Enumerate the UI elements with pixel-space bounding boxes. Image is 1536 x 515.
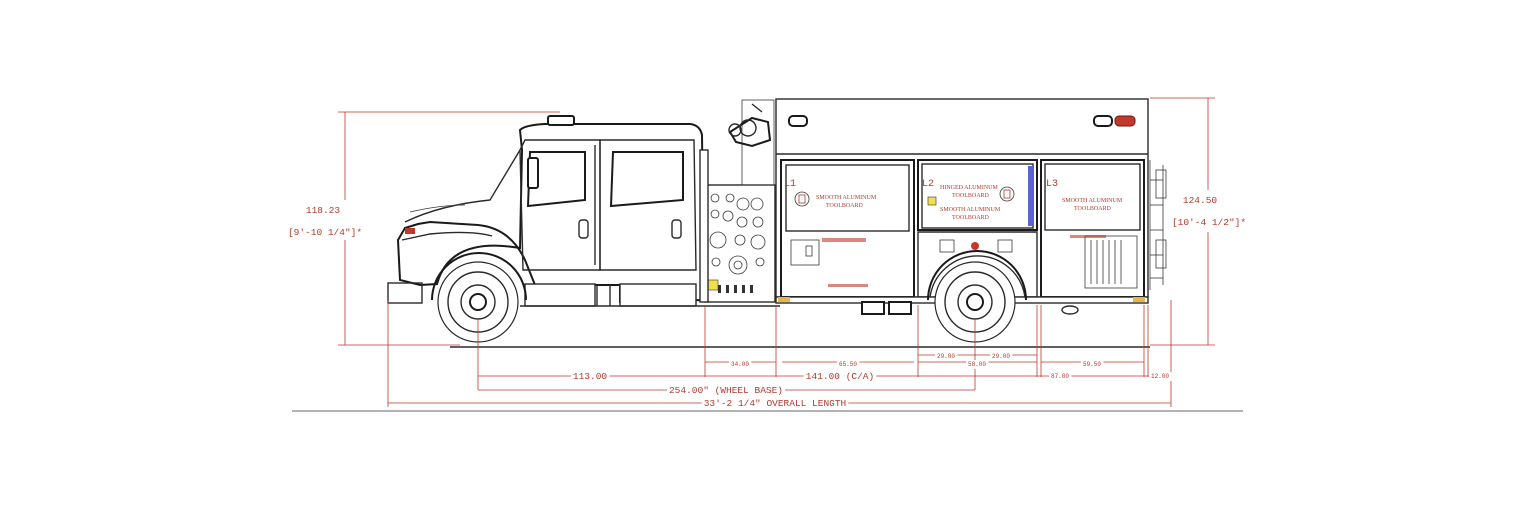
- wheel-front-half-dim: 29.00: [937, 353, 955, 360]
- compartment-l1-label: L1: [784, 179, 796, 190]
- dimension-label-backdrop: [285, 226, 365, 239]
- crew-cab: [387, 115, 1150, 348]
- wheelbase-dim: 254.00" (WHEEL BASE): [669, 385, 783, 396]
- front-wheel: [431, 252, 527, 343]
- dimension-label-backdrop: [570, 370, 610, 383]
- front-axle-to-body-dim: 113.00: [573, 371, 608, 382]
- body-height-dimension: 124.50 [10'-4 1/2"]*: [1150, 97, 1249, 346]
- l3-toolboard-line2: TOOLBOARD: [1074, 206, 1112, 212]
- dimension-label-backdrop: [1080, 360, 1104, 369]
- body-height-ft-value: [10'-4 1/2"]*: [1172, 217, 1246, 228]
- cab-to-axle-dim: 141.00 (C/A): [806, 371, 874, 382]
- l1-toolboard-line1: SMOOTH ALUMINUM: [816, 195, 877, 201]
- l2-toolboard-line3: SMOOTH ALUMINUM: [940, 207, 1001, 213]
- cab-height-ft-value: [9'-10 1/4"]*: [288, 227, 362, 238]
- dimension-labels: 34.00 65.50 29.00 29.00 58.00 59.50 113.…: [570, 352, 1172, 410]
- l1-toolboard-line2: TOOLBOARD: [826, 203, 864, 209]
- l3-toolboard-line1: SMOOTH ALUMINUM: [1062, 198, 1123, 204]
- l2-toolboard-line2: TOOLBOARD: [952, 193, 990, 199]
- dimension-label-backdrop: [934, 352, 958, 361]
- dimension-label-backdrop: [989, 352, 1013, 361]
- dimension-label-backdrop: [1169, 216, 1249, 229]
- l2-toolboard-line1: HINGED ALUMINUM: [940, 185, 998, 191]
- dimension-label-backdrop: [1180, 194, 1220, 207]
- dimension-label-backdrop: [701, 397, 849, 410]
- pump-panel: [704, 99, 776, 303]
- wheel-well-dim: 58.00: [968, 361, 986, 368]
- pump-width-dim: 34.00: [731, 361, 749, 368]
- cab-height-dimension: 118.23 [9'-10 1/4"]*: [285, 111, 560, 346]
- compartment-l3-label: L3: [1046, 179, 1058, 190]
- dimension-label-backdrop: [1048, 372, 1072, 381]
- rear-axle-to-body-dim: 87.00: [1051, 373, 1069, 380]
- dimension-label-backdrop: [728, 360, 752, 369]
- rear-wheel: [927, 250, 1027, 343]
- wheel-rear-half-dim: 29.00: [992, 353, 1010, 360]
- l3-width-dim: 59.50: [1083, 361, 1101, 368]
- compartment-l2-label: L2: [922, 179, 934, 190]
- overall-length-dim: 33'-2 1/4" OVERALL LENGTH: [704, 398, 847, 409]
- cab-height-value: 118.23: [306, 205, 341, 216]
- rear-overhang-dim: 12.00: [1151, 373, 1169, 380]
- l2-toolboard-line4: TOOLBOARD: [952, 215, 990, 221]
- dimension-label-backdrop: [803, 370, 877, 383]
- body-height-value: 124.50: [1183, 195, 1218, 206]
- dimension-label-backdrop: [836, 360, 860, 369]
- dimension-label-backdrop: [666, 384, 786, 397]
- dimension-label-backdrop: [965, 360, 989, 369]
- dimension-label-backdrop: [303, 204, 343, 217]
- dimension-label-backdrop: [1148, 372, 1172, 381]
- l1-width-dim: 65.50: [839, 361, 857, 368]
